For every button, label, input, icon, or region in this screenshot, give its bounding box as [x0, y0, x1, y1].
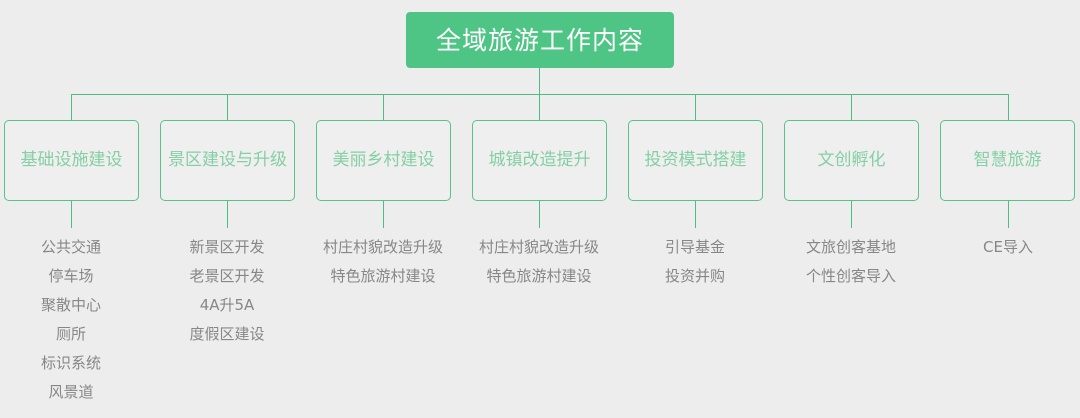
branch-node-label: 投资模式搭建 — [644, 150, 747, 170]
branch-node-cultural-incubation[interactable]: 文创孵化 — [784, 120, 919, 201]
branch-drop-connector-6 — [851, 94, 852, 120]
leaf-column-investment-model: 引导基金 投资并购 — [619, 233, 771, 291]
branch-node-smart-tourism[interactable]: 智慧旅游 — [940, 120, 1075, 201]
leaf-item: 风景道 — [48, 383, 94, 401]
leaf-item: 特色旅游村建设 — [486, 267, 592, 285]
leaf-drop-connector-5 — [695, 201, 696, 228]
branch-node-label: 文创孵化 — [817, 150, 886, 170]
root-node[interactable]: 全域旅游工作内容 — [406, 12, 674, 68]
leaf-drop-connector-1 — [71, 201, 72, 228]
leaf-drop-connector-4 — [539, 201, 540, 228]
leaf-item: 特色旅游村建设 — [330, 267, 436, 285]
leaf-item: 停车场 — [48, 267, 94, 285]
leaf-item: 引导基金 — [664, 238, 725, 256]
leaf-drop-connector-6 — [851, 201, 852, 228]
branch-node-beautiful-village[interactable]: 美丽乡村建设 — [316, 120, 451, 201]
branch-drop-connector-7 — [1008, 94, 1009, 120]
leaf-column-smart-tourism: CE导入 — [932, 233, 1080, 262]
branch-node-investment-model[interactable]: 投资模式搭建 — [628, 120, 763, 201]
leaf-item: 标识系统 — [40, 354, 101, 372]
leaf-item: 新景区开发 — [189, 238, 265, 256]
leaf-column-scenic-area: 新景区开发 老景区开发 4A升5A 度假区建设 — [151, 233, 303, 349]
branch-drop-connector-2 — [227, 94, 228, 120]
branch-node-label: 美丽乡村建设 — [332, 150, 435, 170]
leaf-item: 聚散中心 — [40, 296, 101, 314]
branch-node-label: 城镇改造提升 — [488, 150, 591, 170]
leaf-column-beautiful-village: 村庄村貌改造升级 特色旅游村建设 — [307, 233, 459, 291]
branch-node-town-renovation[interactable]: 城镇改造提升 — [472, 120, 607, 201]
branch-node-scenic-area[interactable]: 景区建设与升级 — [160, 120, 295, 201]
leaf-item: CE导入 — [983, 238, 1033, 256]
leaf-drop-connector-2 — [227, 201, 228, 228]
branch-node-infrastructure[interactable]: 基础设施建设 — [4, 120, 139, 201]
leaf-column-infrastructure: 公共交通 停车场 聚散中心 厕所 标识系统 风景道 — [0, 233, 147, 407]
leaf-item: 个性创客导入 — [805, 267, 896, 285]
branch-drop-connector-5 — [695, 94, 696, 120]
leaf-item: 村庄村貌改造升级 — [322, 238, 443, 256]
leaf-item: 厕所 — [55, 325, 86, 343]
branch-drop-connector-3 — [383, 94, 384, 120]
leaf-item: 村庄村貌改造升级 — [478, 238, 599, 256]
leaf-drop-connector-3 — [383, 201, 384, 228]
branch-drop-connector-1 — [71, 94, 72, 120]
leaf-item: 公共交通 — [40, 238, 101, 256]
branch-node-label: 景区建设与升级 — [168, 150, 287, 170]
branch-node-label: 基础设施建设 — [20, 150, 123, 170]
leaf-column-town-renovation: 村庄村貌改造升级 特色旅游村建设 — [463, 233, 615, 291]
leaf-item: 度假区建设 — [189, 325, 265, 343]
leaf-item: 投资并购 — [664, 267, 725, 285]
leaf-column-cultural-incubation: 文旅创客基地 个性创客导入 — [775, 233, 927, 291]
horizontal-bus-connector — [71, 94, 1009, 95]
root-node-label: 全域旅游工作内容 — [435, 25, 644, 55]
leaf-drop-connector-7 — [1008, 201, 1009, 228]
branch-drop-connector-4 — [539, 94, 540, 120]
leaf-item: 4A升5A — [199, 296, 255, 314]
leaf-item: 文旅创客基地 — [805, 238, 896, 256]
branch-node-label: 智慧旅游 — [973, 150, 1042, 170]
root-stem-connector — [539, 68, 540, 94]
leaf-item: 老景区开发 — [189, 267, 265, 285]
